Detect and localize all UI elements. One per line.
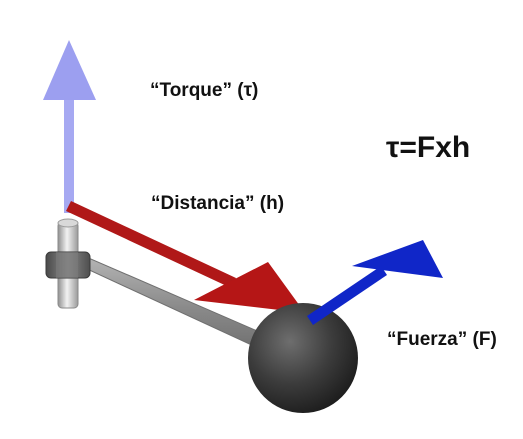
torque-arrow (43, 40, 96, 213)
force-arrow (307, 240, 443, 325)
distance-label: “Distancia” (h) (151, 193, 284, 214)
ball (248, 303, 358, 413)
pivot-nut (45, 251, 91, 279)
distance-arrow (66, 201, 305, 313)
formula-label: τ=Fxh (386, 131, 470, 164)
force-label: “Fuerza” (F) (387, 329, 497, 350)
torque-label: “Torque” (τ) (150, 80, 258, 101)
